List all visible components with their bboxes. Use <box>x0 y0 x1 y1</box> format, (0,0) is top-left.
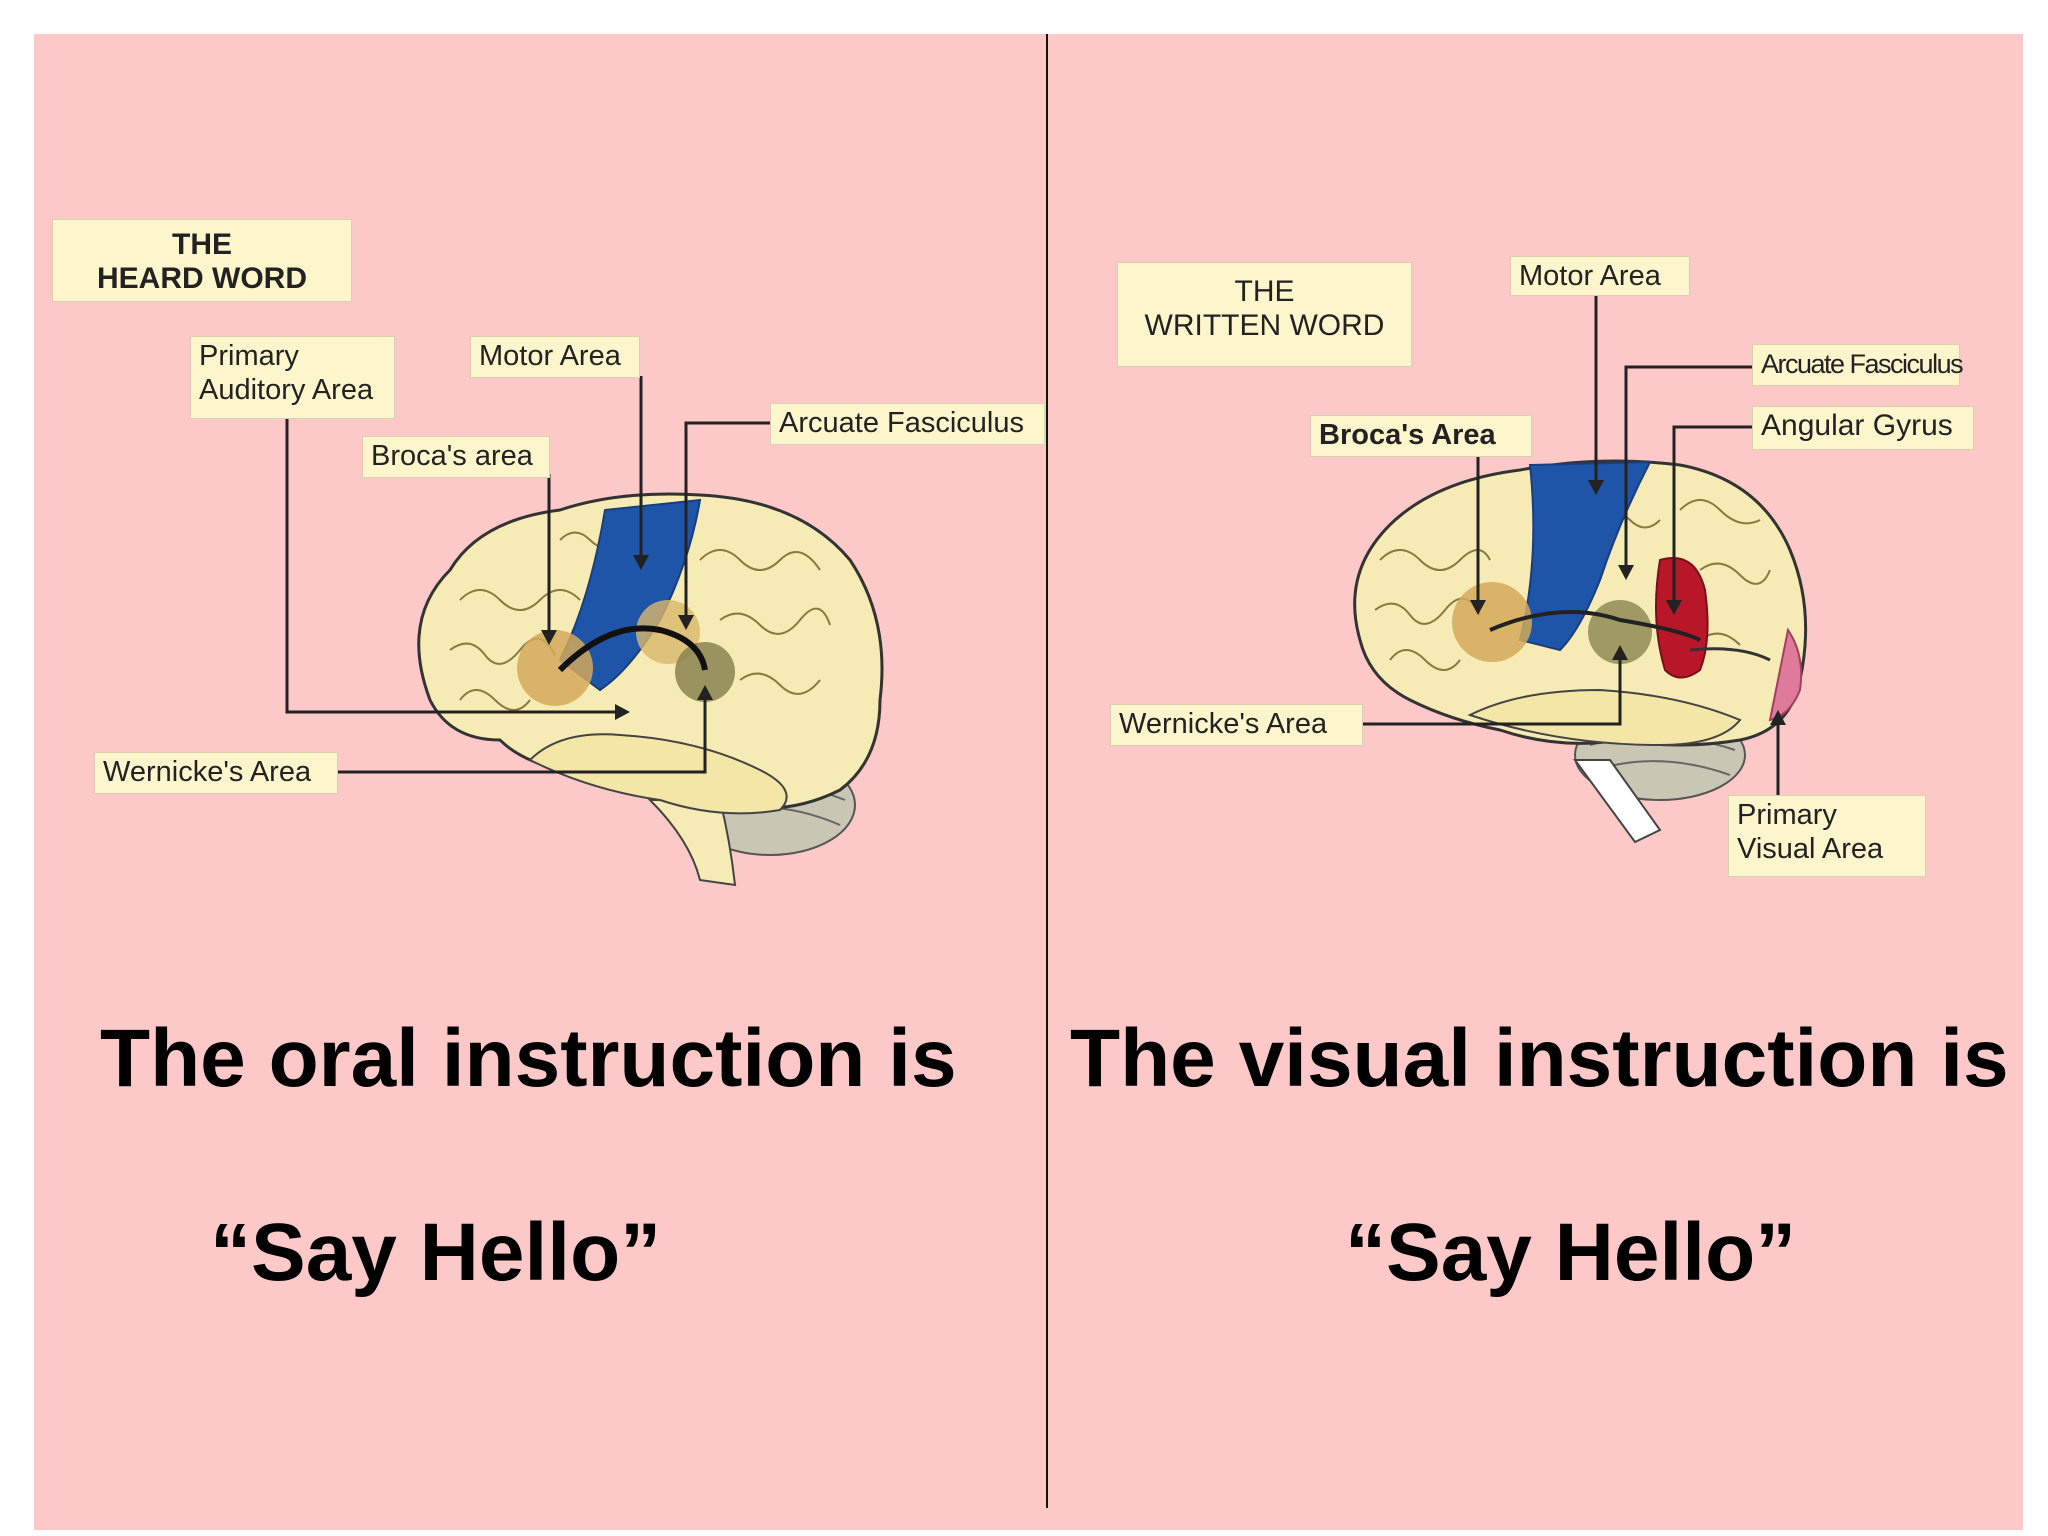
left-title-heard-word: THE HEARD WORD <box>52 219 352 302</box>
brainstem <box>1573 759 1662 844</box>
right-title-written-word: THE WRITTEN WORD <box>1117 262 1412 367</box>
left-label-wernickes-area: Wernicke's Area <box>94 752 338 794</box>
left-label-primary-auditory: Primary Auditory Area <box>190 336 395 419</box>
right-primary-visual-area <box>1768 627 1803 722</box>
right-label-arcuate-fasciculus: Arcuate Fasciculus <box>1752 344 1964 386</box>
left-caption-line1: The oral instruction is <box>100 1013 957 1104</box>
left-label-motor-area: Motor Area <box>470 336 640 378</box>
panel-divider <box>1046 34 1048 1508</box>
right-caption-line2: “Say Hello” <box>1345 1207 1797 1298</box>
right-caption-line1: The visual instruction is <box>1070 1013 2009 1104</box>
right-label-motor-area: Motor Area <box>1510 256 1690 296</box>
brainstem <box>647 799 737 887</box>
left-label-arcuate-fasciculus: Arcuate Fasciculus <box>770 403 1045 445</box>
right-angular-gyrus <box>1655 557 1709 679</box>
right-label-primary-visual-area: Primary Visual Area <box>1728 795 1926 877</box>
left-wernickes-region <box>675 642 735 702</box>
right-label-wernickes-area: Wernicke's Area <box>1110 704 1363 746</box>
right-label-brocas-area: Broca's Area <box>1310 415 1532 457</box>
left-brocas-region <box>517 630 593 706</box>
left-caption-line2: “Say Hello” <box>210 1207 662 1298</box>
left-label-brocas-area: Broca's area <box>362 436 550 478</box>
right-label-angular-gyrus: Angular Gyrus <box>1752 406 1974 450</box>
right-brocas-region <box>1452 582 1532 662</box>
